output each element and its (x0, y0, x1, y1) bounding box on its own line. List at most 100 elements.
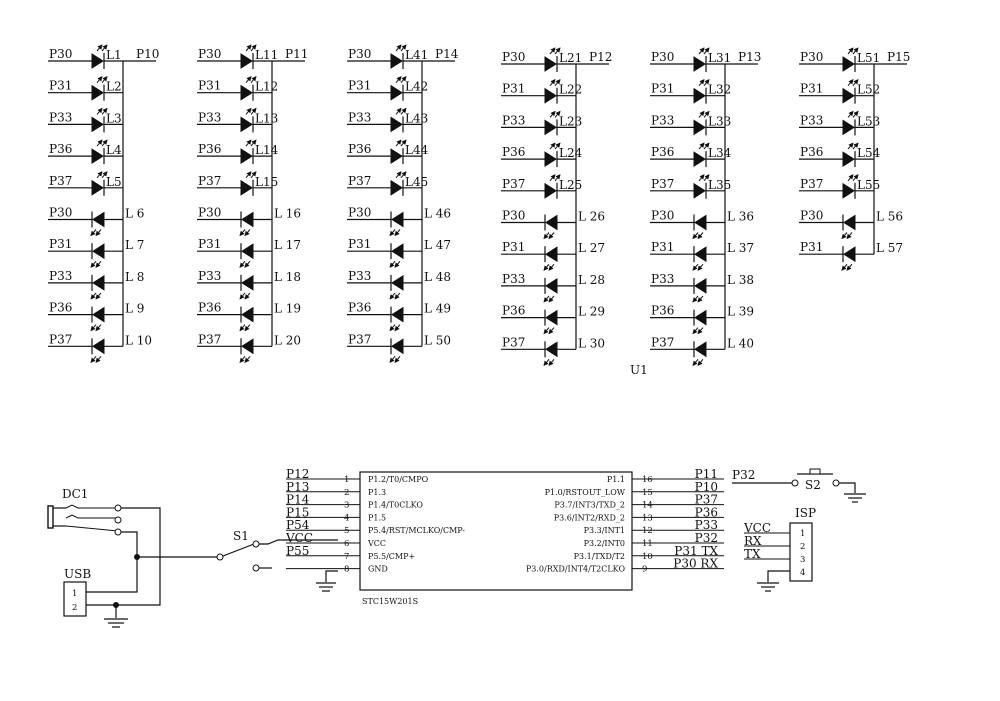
isp-net-label: RX (744, 534, 762, 548)
mcu-pin-number: 9 (642, 565, 647, 575)
row-net-label: P33 (651, 113, 674, 127)
led-label: L 57 (876, 241, 903, 255)
led-label: L 38 (727, 273, 754, 287)
row-net-label: P33 (502, 272, 525, 286)
mcu-pin-number: 12 (642, 526, 653, 536)
mcu-pin-number: 5 (344, 526, 349, 536)
mcu-pin-number: 15 (642, 488, 653, 498)
led-l24 (544, 142, 561, 168)
led-label: L 36 (727, 210, 754, 224)
mcu-pin-number: 2 (344, 488, 349, 498)
led-l5 (91, 171, 108, 196)
row-net-label: P37 (348, 174, 371, 188)
row-net-label: P37 (502, 177, 525, 191)
led-label: L24 (559, 146, 583, 160)
mcu-pin-name: P3.0/RXD/INT4/T2CLKO (526, 565, 626, 574)
mcu-pin-number: 7 (344, 552, 349, 562)
led-l48 (389, 274, 404, 300)
mcu-pin-name: P1.5 (368, 513, 386, 522)
led-label: L15 (255, 175, 278, 189)
led-l50 (389, 338, 404, 363)
row-net-label: P31 (198, 79, 221, 93)
led-l17 (239, 243, 254, 268)
mcu-net-label: P54 (286, 518, 310, 532)
led-label: L 50 (424, 333, 451, 347)
led-l37 (692, 246, 707, 271)
row-net-label: P30 (348, 47, 371, 61)
row-net-label: P30 (651, 50, 674, 64)
row-net-label: P31 (49, 237, 72, 251)
led-l42 (390, 76, 407, 101)
usb-pin-1: 1 (72, 589, 77, 599)
led-l15 (240, 171, 257, 196)
led-l20 (239, 338, 254, 363)
mcu-pin-name: P3.2/INT0 (584, 539, 625, 548)
led-l44 (390, 139, 407, 165)
row-net-label: P33 (502, 113, 525, 127)
row-net-label: P30 (502, 50, 525, 64)
mcu-net-label: P36 (695, 505, 718, 519)
button-s2-label: S2 (805, 478, 821, 492)
column-net-label: P12 (589, 50, 612, 64)
row-net-label: P30 (49, 47, 72, 61)
row-net-label: P36 (800, 145, 823, 159)
led-l14 (240, 139, 257, 165)
row-net-label: P33 (348, 110, 371, 124)
led-l6 (90, 211, 105, 237)
led-label: L 10 (125, 333, 152, 347)
mcu-pin-name: P1.4/T0CLKO (368, 501, 423, 510)
row-net-label: P37 (198, 174, 221, 188)
mcu-net-label: P13 (286, 480, 309, 494)
row-net-label: P37 (49, 174, 72, 188)
row-net-label: P31 (651, 82, 674, 96)
mcu-body (359, 471, 633, 591)
isp-pin-number: 2 (800, 542, 805, 552)
led-l25 (544, 174, 561, 199)
mcu-pin-name: P1.2/T0/CMPO (368, 475, 429, 484)
led-l9 (90, 306, 105, 332)
column-net-label: P14 (435, 47, 459, 61)
mcu-net-label: P33 (695, 518, 718, 532)
row-net-label: P31 (198, 237, 221, 251)
led-label: L1 (106, 48, 122, 62)
switch-s1-label: S1 (233, 529, 249, 543)
mcu-pin-name: P1.1 (607, 475, 625, 484)
led-l28 (543, 277, 558, 303)
led-label: L 56 (876, 210, 903, 224)
column-net-label: P15 (887, 50, 910, 64)
led-l1 (91, 44, 108, 69)
led-l36 (692, 214, 707, 240)
mcu-part-label: STC15W201S (362, 597, 418, 606)
isp-pin-number: 4 (800, 568, 805, 578)
mcu-net-label: VCC (285, 531, 313, 545)
isp-label: ISP (795, 506, 816, 520)
row-net-label: P37 (651, 335, 674, 349)
row-net-label: P36 (502, 145, 525, 159)
led-label: L 20 (274, 333, 301, 347)
row-net-label: P36 (502, 304, 525, 318)
mcu-pin-number: 14 (642, 501, 653, 511)
led-label: L 17 (274, 238, 301, 252)
led-l40 (692, 341, 707, 366)
row-net-label: P31 (348, 237, 371, 251)
usb-pin-2: 2 (72, 603, 77, 613)
row-net-label: P31 (800, 82, 823, 96)
led-label: L 26 (578, 210, 605, 224)
mcu-net-label: P12 (286, 467, 309, 481)
led-l32 (693, 79, 710, 104)
mcu-net-label: P31 TX (674, 544, 718, 558)
led-l52 (842, 79, 859, 104)
ground-symbol (104, 618, 128, 628)
ground-symbol (844, 493, 866, 503)
row-net-label: P30 (348, 206, 371, 220)
mcu-pin-name: GND (368, 565, 388, 574)
row-net-label: P30 (651, 209, 674, 223)
dc-jack-label: DC1 (62, 487, 88, 501)
isp-pin-number: 3 (800, 555, 805, 565)
led-label: L 46 (424, 207, 451, 221)
led-label: L 7 (125, 238, 144, 252)
led-l22 (544, 79, 561, 104)
